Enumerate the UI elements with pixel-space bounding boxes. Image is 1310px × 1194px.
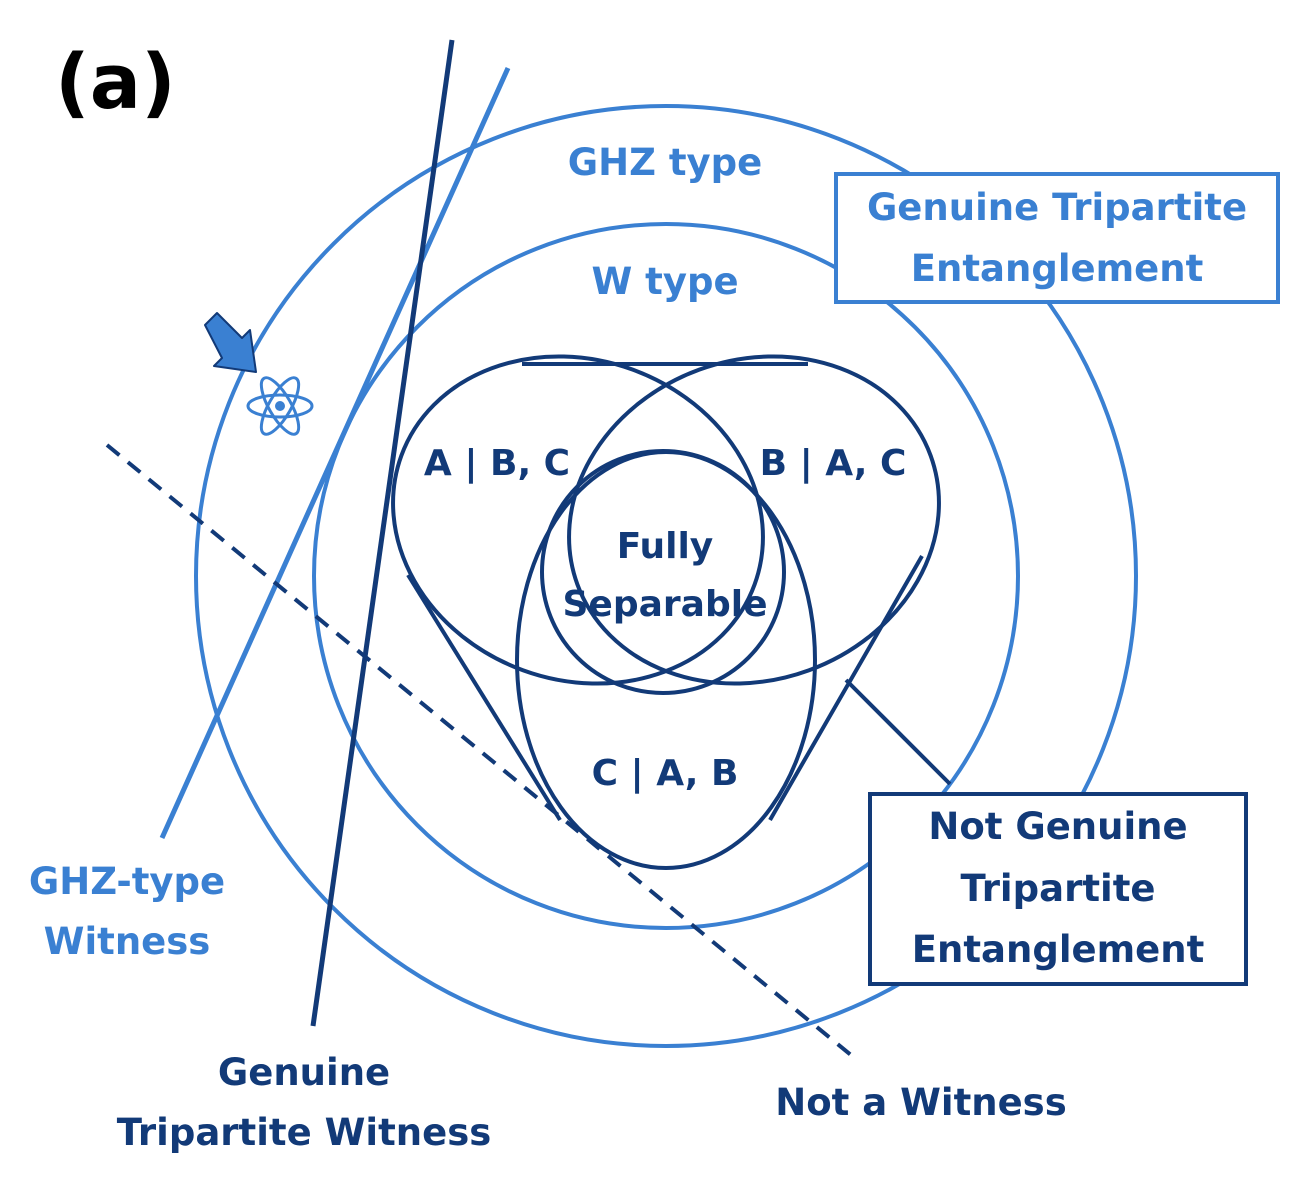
not-genuine-pointer [844, 678, 952, 786]
w-type-circle [312, 222, 1020, 930]
genuine-entanglement-line2: Entanglement [911, 247, 1204, 290]
ghz-type-witness-line [159, 66, 511, 840]
a-bc-label: A | B, C [424, 443, 570, 484]
fully-separable-label-line1: Fully [617, 526, 714, 567]
genuine-entanglement-line1: Genuine Tripartite [867, 186, 1247, 229]
c-ab-label: C | A, B [592, 753, 739, 794]
b-ac-label: B | A, C [760, 443, 907, 484]
ghz-witness-label-line1: GHZ-type [29, 860, 225, 903]
w-type-label: W type [591, 260, 738, 303]
not-genuine-entanglement-box [868, 792, 1248, 986]
fully-separable-circle [540, 449, 786, 695]
a-bc-ellipse [391, 354, 765, 686]
hull-right-line [768, 555, 924, 821]
genuine-witness-label-line2: Tripartite Witness [117, 1111, 492, 1154]
ghz-type-circle [194, 104, 1138, 1048]
atom-icon [246, 376, 314, 436]
genuine-tripartite-witness-line [310, 39, 455, 1027]
ghz-type-label: GHZ type [568, 141, 762, 184]
not-genuine-line3: Entanglement [912, 928, 1205, 971]
panel-label: (a) [55, 37, 176, 126]
not-a-witness-line [105, 443, 859, 1062]
not-genuine-line2: Tripartite [961, 867, 1156, 910]
fully-separable-label-line2: Separable [563, 584, 768, 625]
hull-left-line [406, 573, 562, 822]
genuine-witness-label-line1: Genuine [218, 1051, 390, 1094]
arrow-icon [204, 312, 257, 373]
b-ac-ellipse [567, 354, 941, 686]
not-genuine-line1: Not Genuine [928, 805, 1187, 848]
not-a-witness-label: Not a Witness [775, 1081, 1066, 1124]
genuine-entanglement-box [834, 172, 1280, 304]
ghz-witness-label-line2: Witness [44, 920, 211, 963]
